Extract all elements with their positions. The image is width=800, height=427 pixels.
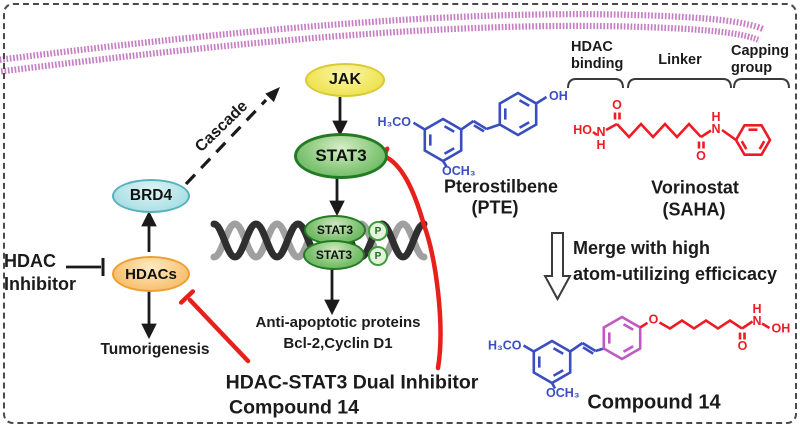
anti-apoptotic-label: Anti-apoptotic proteins Bcl-2,Cyclin D1 [256,312,421,354]
brd4-label: BRD4 [129,187,173,204]
hdac-inhibitor-label: HDAC Inhibitor [4,250,76,296]
saha-o2-label: O [696,149,706,163]
c14-ether-o-label: O [649,313,659,327]
bracket-hdac-binding [567,78,624,89]
cascade-dashed-arrow [184,87,280,186]
anti-apoptotic-line1: Anti-apoptotic proteins [255,314,421,331]
region-hdac-binding-line1: HDAC [571,39,613,55]
stat3-dimer-bottom: STAT3 [303,240,365,270]
stat3-node: STAT3 [294,133,388,179]
merge-arrow [543,232,572,302]
region-linker-label: Linker [658,52,702,68]
anti-apoptotic-line2: Bcl-2,Cyclin D1 [283,335,393,352]
c14-carbonyl-o-label: O [738,339,748,353]
c14-methoxy-top-label: H₃CO [488,339,522,353]
dual-inhibitor-title: HDAC-STAT3 Dual Inhibitor [225,371,479,394]
region-capping-group-label: Capping group [731,43,789,76]
bracket-capping-group [733,78,790,89]
saha-region-brackets [567,78,790,89]
c14-h-label: H [752,302,761,316]
saha-n2-label: N [711,122,720,136]
merge-note-line1: Merge with high [573,238,710,258]
pte-abbr: (PTE) [471,197,519,218]
saha-h2-label: H [711,110,720,124]
compound14-name: Compound 14 [587,391,721,414]
region-hdac-binding-line2: binding [571,55,624,72]
saha-abbr: (SAHA) [662,199,726,220]
hdacs-node: HDACs [112,256,190,292]
phospho-top-label: P [374,225,382,237]
vorinostat-structure: HO N H O O N H [573,98,772,163]
pathway-arrows [66,97,369,340]
stat3-dimer-top-label: STAT3 [316,223,354,237]
hdacs-label: HDACs [125,265,177,283]
pte-methoxy-top-label: H₃CO [377,115,411,129]
saha-n1-label: N [596,125,605,139]
hdac-inhibitor-line1: HDAC [4,251,56,271]
region-hdac-binding-label: HDAC binding [571,39,623,72]
c14-ring-middle [602,315,642,361]
c14-oh-label: OH [772,322,791,336]
saha-o1-label: O [612,98,622,112]
merge-note-line2: atom-utilizing efficicacy [573,264,778,284]
pte-hydroxyl-label: OH [549,89,568,103]
saha-phenyl-ring [734,124,772,156]
bracket-linker [627,78,732,89]
phospho-badge-top: P [368,221,388,241]
hdac-inhibitor-line2: Inhibitor [4,274,76,294]
phospho-badge-bottom: P [368,246,388,266]
phospho-bottom-label: P [374,250,382,262]
compound14-structure: H₃CO OCH₃ O O N H OH [488,302,790,400]
brd4-node: BRD4 [112,179,190,213]
dual-inhibitor-compound: Compound 14 [229,396,359,419]
pte-ring-right [498,91,538,137]
c14-n-label: N [752,314,761,328]
tumorigenesis-label: Tumorigenesis [100,341,210,358]
saha-ho-label: HO [573,123,592,137]
saha-h1-label: H [596,138,605,152]
region-capping-line1: Capping [731,43,789,59]
cell-membrane [0,11,766,75]
pte-ring-left [423,117,463,163]
c14-methoxy-bottom-label: OCH₃ [546,386,580,400]
pterostilbene-structure: H₃CO OCH₃ OH [377,89,567,178]
pte-methoxy-bottom-label: OCH₃ [442,164,476,178]
c14-ring-left [532,339,572,385]
jak-label: JAK [328,71,361,88]
saha-name: Vorinostat [651,177,739,198]
stat3-dimer-bottom-label: STAT3 [315,248,353,262]
region-capping-line2: group [731,59,773,76]
jak-node: JAK [305,63,385,97]
pte-name: Pterostilbene [443,176,559,197]
stat3-label: STAT3 [315,146,367,165]
